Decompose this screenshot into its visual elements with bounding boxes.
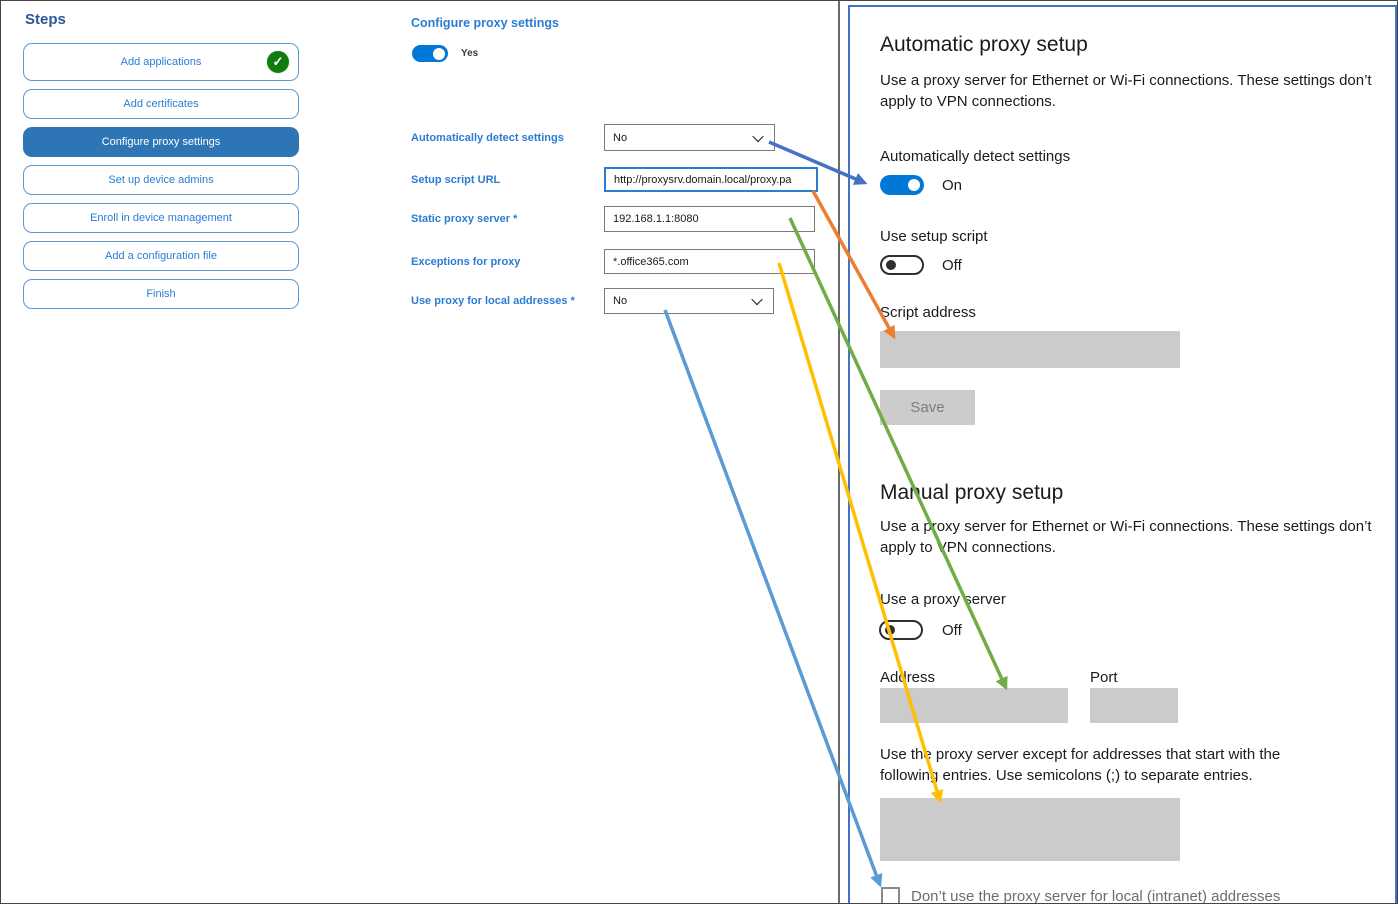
automatically-detect-settings-toggle[interactable] [880, 175, 924, 195]
completed-check-icon: ✓ [266, 50, 290, 74]
chevron-down-icon [752, 130, 764, 142]
step-label: Configure proxy settings [101, 136, 221, 148]
detect-toggle-state: On [942, 177, 963, 194]
toggle-knob [885, 625, 895, 635]
input-value: *.office365.com [613, 255, 689, 268]
chevron-down-icon [751, 293, 763, 306]
step-label: Add applications [120, 56, 202, 68]
proxy-port-input[interactable] [1090, 688, 1178, 723]
local-addresses-checkbox-label: Don’t use the proxy server for local (in… [911, 888, 1281, 904]
proxy-address-input[interactable] [880, 688, 1068, 723]
steps-panel: Steps Add applications ✓ Add certificate… [23, 9, 299, 309]
script-address-label: Script address [880, 304, 976, 321]
input-value: http://proxysrv.domain.local/proxy.pa [614, 173, 792, 186]
steps-title: Steps [25, 11, 66, 28]
field-label: Exceptions for proxy [411, 255, 521, 268]
field-label: Automatically detect settings [411, 131, 564, 144]
use-setup-script-toggle[interactable] [880, 255, 924, 275]
use-a-proxy-server-toggle[interactable] [879, 620, 923, 640]
toggle-knob [908, 179, 920, 191]
toggle-knob [433, 47, 445, 60]
automatically-detect-settings-select[interactable]: No [604, 124, 775, 151]
input-value: 192.168.1.1:8080 [613, 213, 699, 225]
form-row: Exceptions for proxy *.office365.com [411, 249, 815, 274]
form-row: Automatically detect settings No [411, 124, 775, 151]
step-label: Add a configuration file [105, 250, 217, 262]
toggle-state-label: Yes [461, 48, 479, 59]
page-title: Configure proxy settings [411, 16, 559, 30]
proxy-toggle-state: Off [942, 622, 962, 639]
static-proxy-server-input[interactable]: 192.168.1.1:8080 [604, 206, 815, 232]
step-finish[interactable]: Finish [23, 279, 299, 309]
script-toggle-state: Off [942, 257, 962, 274]
step-label: Set up device admins [108, 174, 214, 186]
proxy-exceptions-textarea[interactable] [880, 798, 1180, 861]
configure-proxy-toggle[interactable] [412, 45, 448, 62]
configure-proxy-toggle-row: Yes [412, 45, 478, 62]
field-label: Use proxy for local addresses * [411, 295, 575, 307]
step-set-up-device-admins[interactable]: Set up device admins [23, 165, 299, 195]
address-label: Address [880, 669, 936, 686]
step-label: Enroll in device management [90, 212, 232, 224]
field-label: Static proxy server * [411, 213, 518, 225]
step-label: Finish [146, 288, 176, 300]
automatic-proxy-description: Use a proxy server for Ethernet or Wi-Fi… [880, 72, 1372, 110]
save-button[interactable]: Save [880, 390, 975, 425]
step-add-applications[interactable]: Add applications ✓ [23, 43, 299, 81]
step-enroll-in-device-management[interactable]: Enroll in device management [23, 203, 299, 233]
manual-proxy-setup-heading: Manual proxy setup [880, 481, 1064, 505]
exceptions-help-text: Use the proxy server except for addresse… [880, 746, 1281, 784]
manual-proxy-description: Use a proxy server for Ethernet or Wi-Fi… [880, 518, 1372, 556]
use-setup-script-label: Use setup script [880, 228, 988, 245]
form-row: Use proxy for local addresses * No [411, 288, 774, 314]
use-a-proxy-server-label: Use a proxy server [880, 591, 1006, 608]
toggle-knob [886, 260, 896, 270]
form-row: Setup script URL http://proxysrv.domain.… [411, 167, 818, 192]
step-configure-proxy-settings[interactable]: Configure proxy settings [23, 127, 299, 157]
windows-proxy-settings-panel: Automatic proxy setup Use a proxy server… [848, 5, 1397, 904]
step-add-certificates[interactable]: Add certificates [23, 89, 299, 119]
port-label: Port [1090, 669, 1118, 686]
exceptions-for-proxy-input[interactable]: *.office365.com [604, 249, 815, 274]
step-label: Add certificates [123, 98, 199, 110]
step-add-a-configuration-file[interactable]: Add a configuration file [23, 241, 299, 271]
detect-settings-label: Automatically detect settings [880, 148, 1071, 165]
form-row: Static proxy server * 192.168.1.1:8080 [411, 206, 815, 232]
local-addresses-checkbox[interactable] [881, 887, 900, 903]
script-address-input[interactable] [880, 331, 1180, 368]
automatic-proxy-setup-heading: Automatic proxy setup [880, 33, 1088, 57]
use-proxy-for-local-addresses-select[interactable]: No [604, 288, 774, 314]
select-value: No [613, 131, 628, 144]
field-label: Setup script URL [411, 173, 501, 186]
window-divider [838, 1, 840, 903]
setup-script-url-input[interactable]: http://proxysrv.domain.local/proxy.pa [604, 167, 818, 192]
select-value: No [613, 295, 628, 307]
